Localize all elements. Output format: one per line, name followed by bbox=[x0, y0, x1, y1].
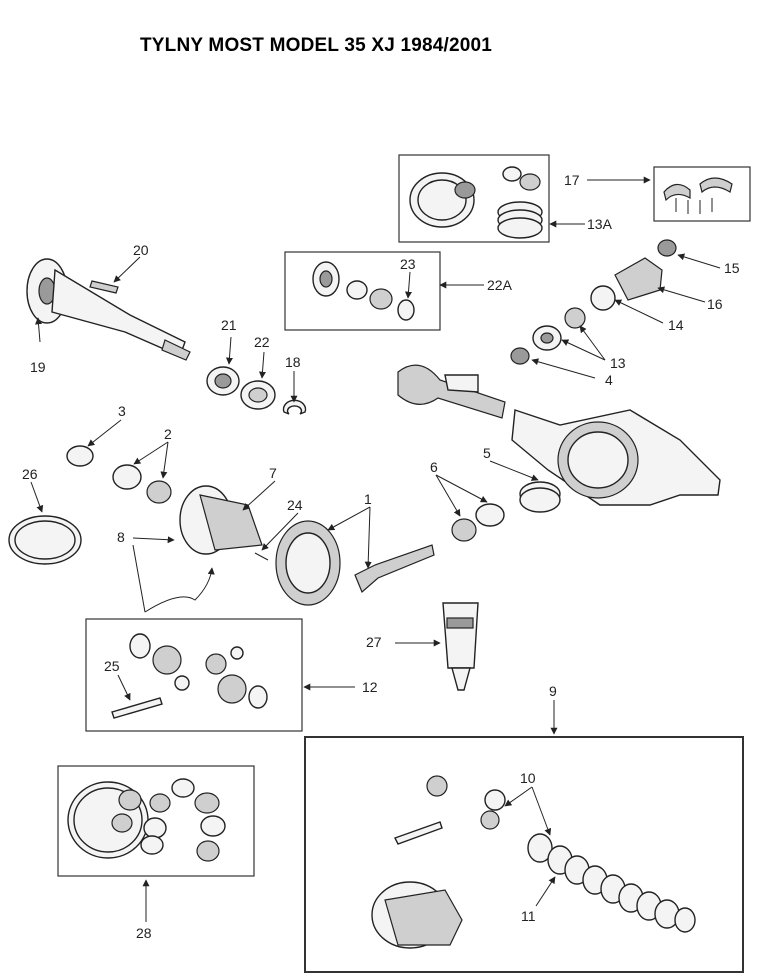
callout-4: 4 bbox=[605, 372, 613, 388]
callout-11: 11 bbox=[521, 908, 536, 924]
callout-24: 24 bbox=[287, 497, 303, 513]
shim-3 bbox=[66, 445, 94, 467]
callout-3: 3 bbox=[118, 403, 126, 419]
callout-16: 16 bbox=[707, 296, 723, 312]
callout-10: 10 bbox=[520, 770, 536, 786]
callout-28: 28 bbox=[136, 925, 152, 941]
limited-slip-box-9 bbox=[304, 736, 744, 973]
callout-21: 21 bbox=[221, 317, 237, 333]
differential-case-7 bbox=[179, 485, 263, 555]
leader-lines bbox=[30, 176, 721, 922]
callout-17: 17 bbox=[564, 172, 580, 188]
yoke-hardware-box-17 bbox=[653, 166, 751, 222]
limited-slip-case-9 bbox=[371, 775, 506, 949]
pinion-nut-15 bbox=[657, 239, 677, 257]
clutch-discs-11 bbox=[564, 855, 696, 933]
gasket-kit-13a bbox=[409, 166, 543, 239]
pinion-seal-14 bbox=[590, 285, 616, 311]
crush-sleeve-4 bbox=[510, 347, 530, 365]
carrier-bearing-race-2a bbox=[112, 464, 142, 490]
rtv-sealant-27 bbox=[442, 602, 479, 691]
ring-gear-1 bbox=[275, 520, 341, 606]
callout-22: 22 bbox=[254, 334, 270, 350]
callout-2: 2 bbox=[164, 426, 172, 442]
callout-5: 5 bbox=[483, 445, 491, 461]
yoke-16 bbox=[614, 257, 663, 301]
callout-19: 19 bbox=[30, 359, 46, 375]
yoke-straps-17 bbox=[663, 177, 733, 214]
callout-1: 1 bbox=[364, 491, 372, 507]
callout-14: 14 bbox=[668, 317, 684, 333]
callout-labels: 1 2 3 4 5 6 7 8 9 10 11 12 13 13A 14 15 … bbox=[22, 172, 740, 941]
callout-18: 18 bbox=[285, 354, 301, 370]
gasket-kit-box-13a bbox=[398, 154, 550, 243]
spider-gear-kit-box-12 bbox=[85, 618, 303, 732]
cross-shaft-bolt-24 bbox=[254, 552, 269, 561]
wheel-stud-20 bbox=[89, 280, 119, 294]
callout-22a: 22A bbox=[487, 277, 513, 293]
callout-13: 13 bbox=[610, 355, 626, 371]
callout-9: 9 bbox=[549, 683, 557, 699]
callout-6: 6 bbox=[430, 459, 438, 475]
overhaul-kit-box-28 bbox=[57, 765, 255, 877]
callout-7: 7 bbox=[269, 465, 277, 481]
callout-8: 8 bbox=[117, 529, 125, 545]
callout-23: 23 bbox=[400, 256, 416, 272]
carrier-bearing-6a bbox=[451, 518, 477, 542]
overhaul-kit-28 bbox=[67, 778, 226, 862]
callout-26: 26 bbox=[22, 466, 38, 482]
carrier-bearing-2b bbox=[146, 480, 172, 504]
diagram-title: TYLNY MOST MODEL 35 XJ 1984/2001 bbox=[140, 35, 493, 56]
callout-13a: 13A bbox=[587, 216, 613, 232]
callout-25: 25 bbox=[104, 658, 120, 674]
spider-gear-kit-12 bbox=[111, 633, 268, 719]
callout-27: 27 bbox=[366, 634, 382, 650]
callout-20: 20 bbox=[133, 242, 149, 258]
pinion-bearings-13 bbox=[532, 307, 586, 351]
cross-shaft-25 bbox=[111, 697, 163, 719]
axle-bearing-kit-box-22a bbox=[284, 251, 441, 331]
callout-15: 15 bbox=[724, 260, 740, 276]
shims-5 bbox=[519, 481, 561, 513]
axle-shaft-19 bbox=[26, 258, 191, 361]
carrier-race-6b bbox=[475, 503, 505, 527]
callout-12: 12 bbox=[362, 679, 378, 695]
axle-bearing-kit-22a bbox=[312, 261, 415, 321]
axle-housing bbox=[397, 364, 721, 506]
pinion-gear-1 bbox=[354, 544, 435, 594]
retainer-18 bbox=[282, 399, 307, 415]
